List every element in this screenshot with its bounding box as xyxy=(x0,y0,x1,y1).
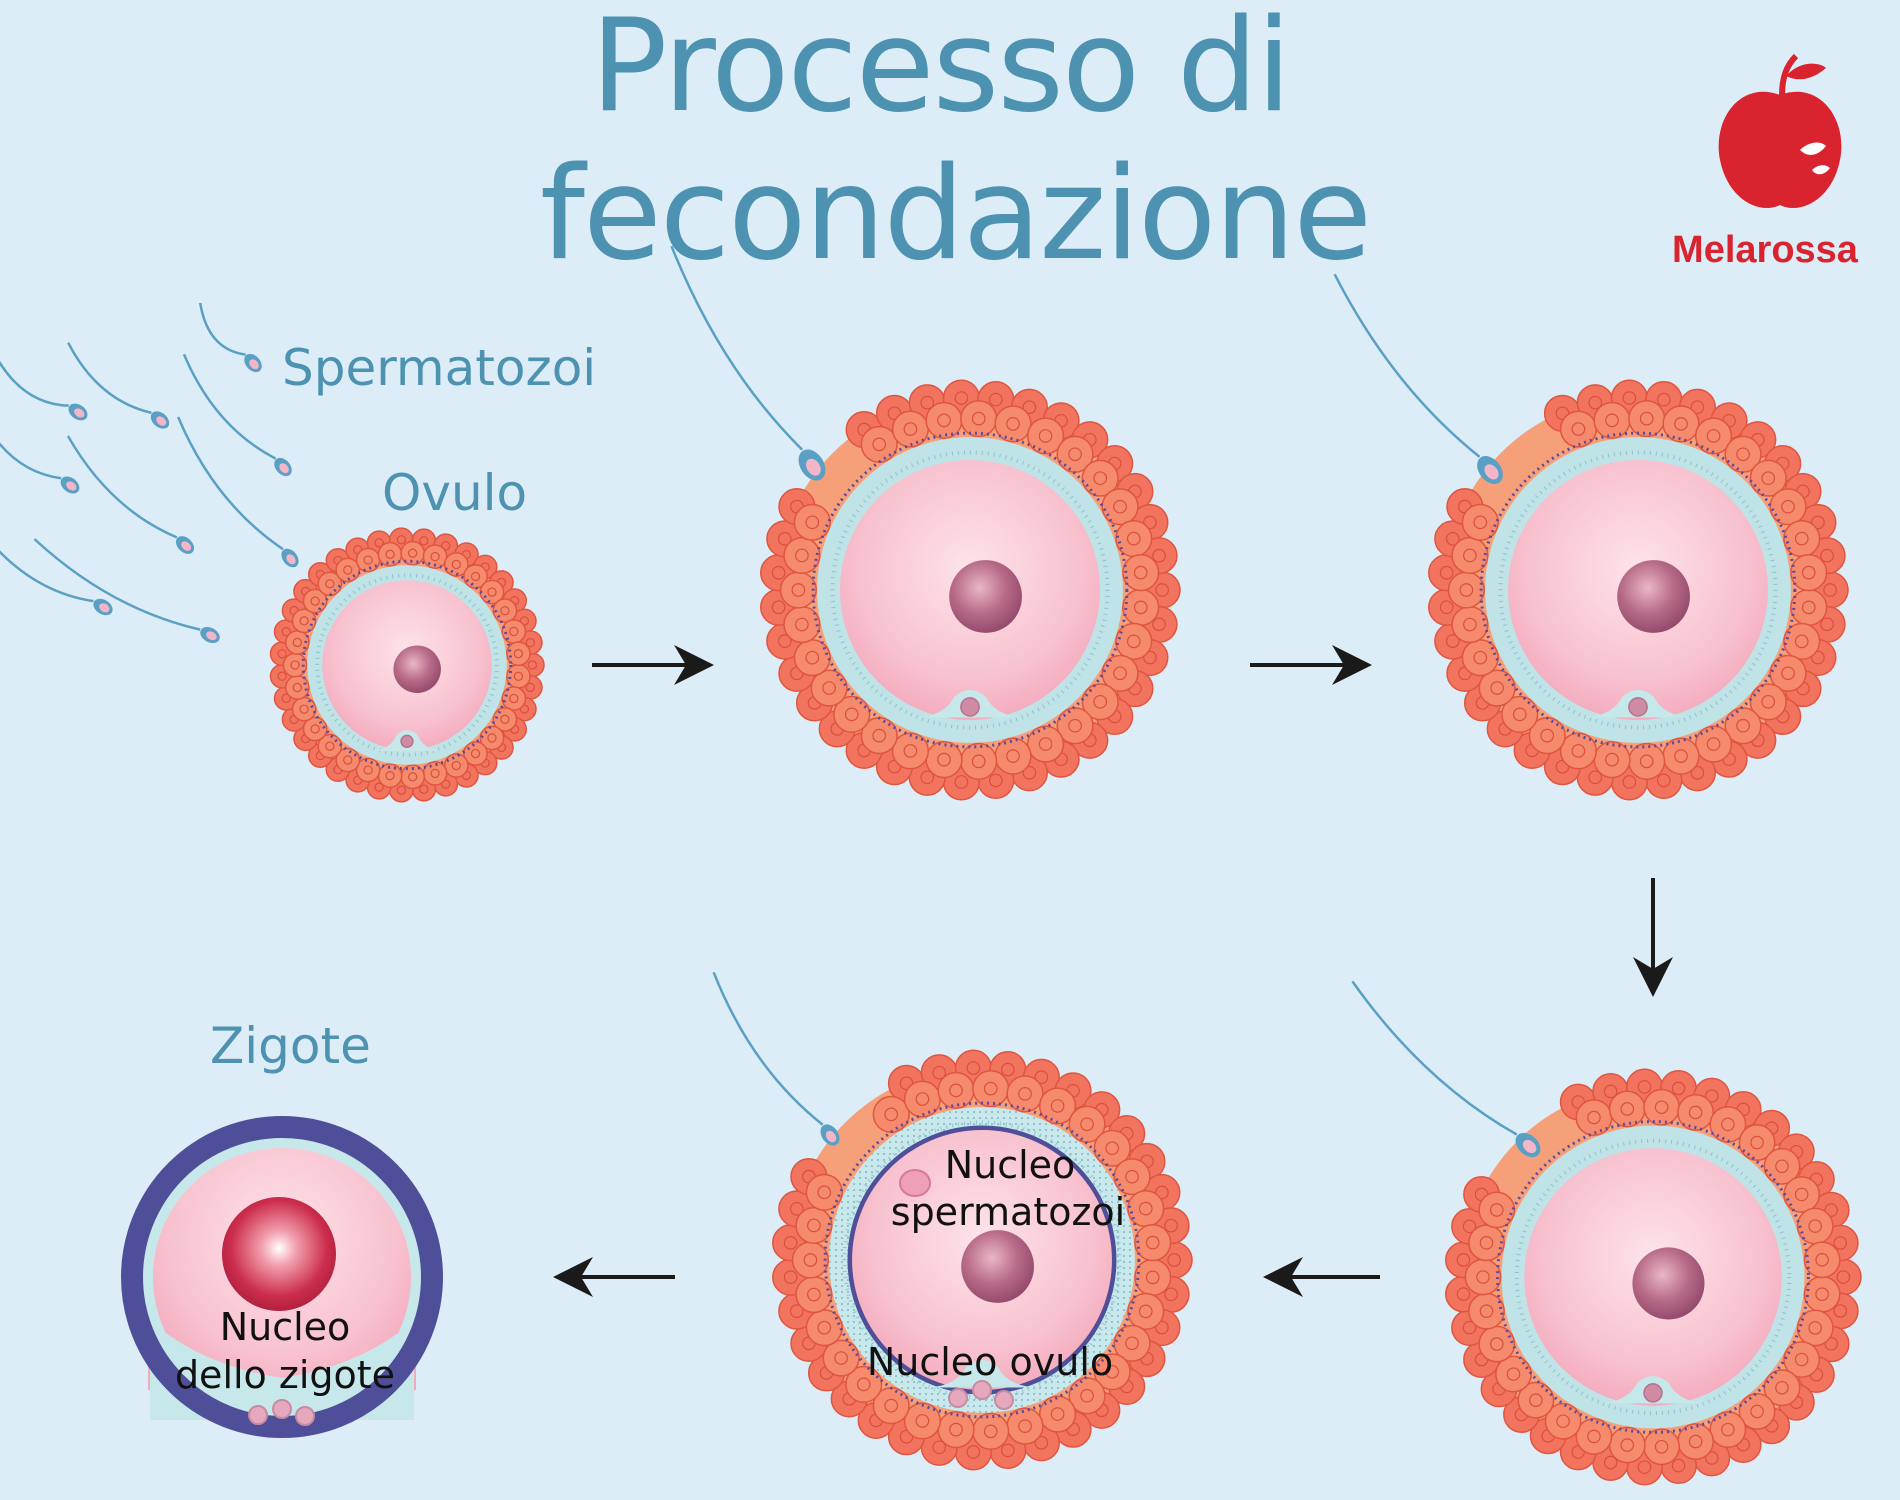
label-nucleo-spermatozoi-1: Nucleo xyxy=(945,1143,1076,1187)
apple-icon xyxy=(1718,53,1842,208)
label-nucleo-zigote-2: dello zigote xyxy=(175,1353,395,1397)
ovum-stage-3 xyxy=(1333,273,1849,801)
sperm-swarm xyxy=(0,302,299,644)
zygote xyxy=(121,1116,443,1438)
ovum-stage-4 xyxy=(1351,980,1862,1486)
label-spermatozoi: Spermatozoi xyxy=(282,339,596,397)
brand-name: Melarossa xyxy=(1672,229,1859,271)
title-line-2: fecondazione xyxy=(540,140,1370,289)
label-nucleo-spermatozoi-2: spermatozoi xyxy=(891,1190,1125,1234)
label-ovulo: Ovulo xyxy=(382,464,527,522)
ovum-stage-1 xyxy=(269,527,545,803)
label-nucleo-zigote-1: Nucleo xyxy=(220,1305,351,1349)
ovum-stage-2 xyxy=(670,245,1181,801)
title-line-1: Processo di xyxy=(590,0,1289,141)
label-zigote: Zigote xyxy=(210,1017,371,1075)
zygote-nucleus xyxy=(222,1197,336,1311)
label-nucleo-ovulo: Nucleo ovulo xyxy=(867,1340,1113,1384)
ovum-stage-5 xyxy=(712,971,1193,1471)
